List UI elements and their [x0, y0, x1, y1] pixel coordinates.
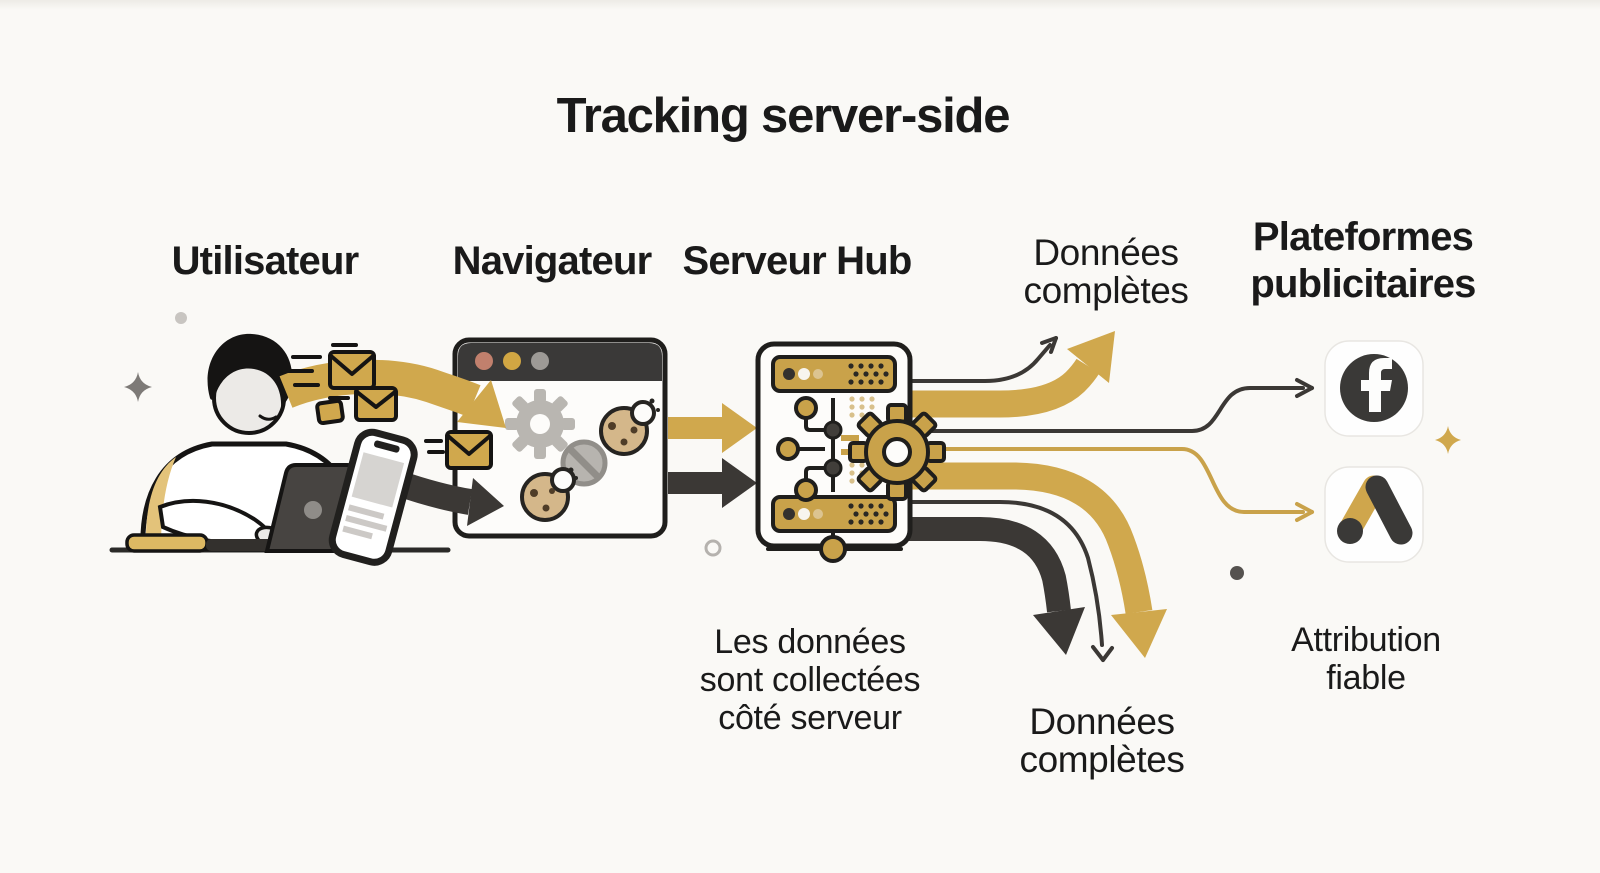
label-donnees-completes-top: Données complètes [1023, 232, 1189, 311]
flow-arrows-server-output [903, 331, 1314, 662]
page-title: Tracking server-side [556, 89, 1011, 143]
google-ads-icon [1324, 466, 1424, 563]
label-utilisateur: Utilisateur [171, 239, 360, 283]
gear-icon [848, 403, 946, 501]
sparkle-icon [1435, 426, 1461, 454]
flow-arrow-browser-to-server-gold [668, 403, 757, 453]
blocked-icon [560, 439, 608, 487]
cookie-icon [520, 467, 578, 522]
window-dot-red [475, 352, 493, 370]
ring-decoration [704, 539, 722, 557]
flow-arrow-user-to-browser-gold [279, 359, 506, 428]
facebook-icon [1324, 340, 1424, 437]
window-dot-gray [531, 352, 549, 370]
envelope-icon [281, 343, 493, 470]
cookie-icon [599, 398, 660, 456]
caption-server-note: Les données sont collectées côté serveur [699, 623, 921, 737]
dot-decoration [1230, 566, 1244, 580]
gear-icon [505, 389, 575, 459]
sparkle-icon [124, 372, 152, 402]
label-navigateur: Navigateur [452, 239, 653, 283]
dot-decoration [175, 312, 187, 324]
caption-attribution-fiable: Attribution fiable [1291, 621, 1441, 697]
flow-arrow-browser-to-server-dark [668, 458, 757, 508]
label-plateformes-publicitaires: Plateformes publicitaires [1250, 215, 1476, 306]
server-rack-icon [755, 341, 946, 563]
label-serveur-hub: Serveur Hub [682, 239, 912, 283]
label-donnees-completes-bottom: Données complètes [1019, 701, 1185, 780]
smartphone-icon [328, 428, 418, 566]
window-dot-yellow [503, 352, 521, 370]
